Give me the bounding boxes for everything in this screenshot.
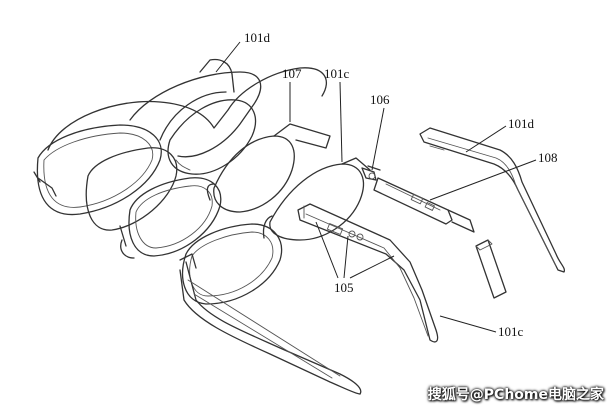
leader-lines (215, 41, 537, 333)
label-sensors: 105 (334, 280, 354, 295)
hinge-106 (361, 165, 381, 181)
top-frame-101d (33, 58, 327, 216)
detached-temple-101d (419, 127, 566, 273)
watermark: 搜狐号@PChome电脑之家 (427, 387, 604, 403)
label-middle-frame: 107 (282, 66, 302, 81)
label-circuit-module: 108 (538, 150, 558, 165)
right-temple-101c (297, 203, 439, 343)
label-hinge: 106 (370, 92, 390, 107)
label-top-frame: 101d (244, 30, 271, 45)
label-temple-right: 101d (508, 116, 535, 131)
main-frame-101c (179, 157, 371, 395)
battery-cell (475, 239, 507, 299)
label-lower-temple: 101c (498, 324, 524, 339)
circuit-module-108 (373, 177, 475, 233)
label-main-frame: 101c (324, 66, 350, 81)
lens-layer (85, 99, 257, 231)
middle-frame-107 (119, 123, 331, 259)
